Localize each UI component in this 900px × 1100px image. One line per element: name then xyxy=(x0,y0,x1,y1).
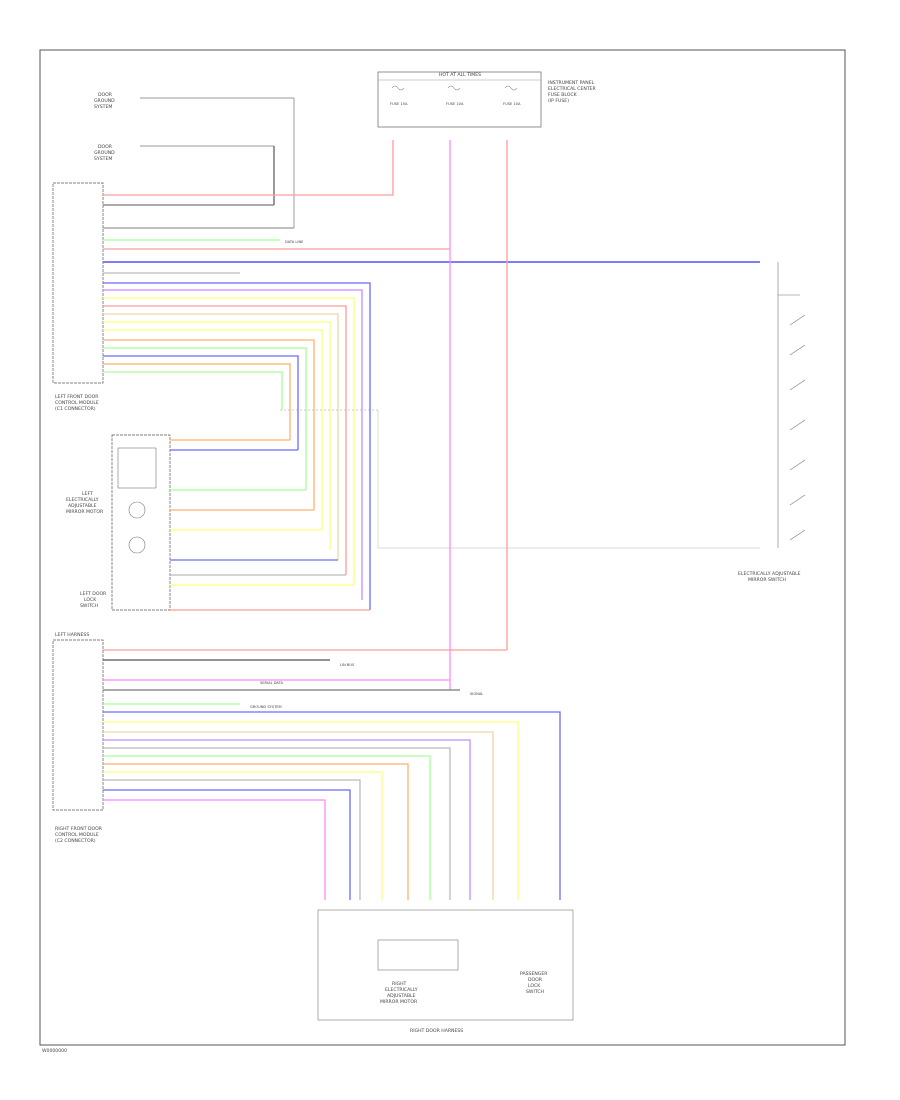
fuse-box-desc-3: FUSE BLOCK xyxy=(548,92,578,98)
fuse-box-desc-1: INSTRUMENT PANEL xyxy=(548,80,595,86)
left-mirror-l2: ELECTRICALLY xyxy=(66,497,99,503)
fuse-box xyxy=(377,71,542,128)
mirror-switch-l2: MIRROR SWITCH xyxy=(748,577,786,583)
left-module-wires xyxy=(103,140,760,610)
mirror-switch xyxy=(777,262,806,548)
ground-2-l2: GROUND xyxy=(94,150,115,156)
note-5: GROUND SYSTEM xyxy=(250,705,282,709)
right-mirror-motor xyxy=(317,909,574,1021)
right-harness-label: RIGHT DOOR HARNESS xyxy=(410,1028,463,1034)
right-mirror-l4: MIRROR MOTOR xyxy=(380,999,418,1005)
ground-2-l3: SYSTEM xyxy=(94,156,112,162)
right-mirror-l3: ADJUSTABLE xyxy=(387,993,416,999)
right-mirror-l2: ELECTRICALLY xyxy=(385,987,418,993)
left-mirror-l4: MIRROR MOTOR xyxy=(66,509,104,515)
fuse-1-label: FUSE 15A xyxy=(390,102,408,106)
note-4: SIGNAL xyxy=(470,692,483,696)
note-3: SERIAL DATA xyxy=(260,681,284,685)
left-lock-l1: LEFT DOOR xyxy=(80,591,107,597)
note-1: DATA LINE xyxy=(285,240,304,244)
right-module-l2: CONTROL MODULE xyxy=(55,832,99,838)
right-door-module xyxy=(52,639,104,811)
right-module-wires xyxy=(103,649,561,900)
diagram-border xyxy=(39,49,846,1046)
right-lock-l1: PASSENGER xyxy=(520,971,548,977)
left-mirror-motor xyxy=(111,434,171,611)
diagram-code: W0000000 xyxy=(42,1048,67,1054)
left-module-l1: LEFT FRONT DOOR xyxy=(55,394,99,400)
fuse-3-label: FUSE 10A xyxy=(503,102,521,106)
ground-1-l3: SYSTEM xyxy=(94,104,112,110)
left-module-l2: CONTROL MODULE xyxy=(55,400,99,406)
note-2: LIN BUS xyxy=(340,663,355,667)
ground-2-l1: DOOR xyxy=(98,144,113,150)
left-mirror-l1: LEFT xyxy=(82,491,93,497)
mirror-switch-l1: ELECTRICALLY ADJUSTABLE xyxy=(738,571,801,577)
ground-1-l2: GROUND xyxy=(94,98,115,104)
left-harness-label: LEFT HARNESS xyxy=(55,632,89,638)
fuse-box-desc-4: (IP FUSE) xyxy=(548,98,569,104)
fuse-box-desc-2: ELECTRICAL CENTER xyxy=(548,86,597,92)
right-lock-l2: DOOR xyxy=(528,977,543,983)
right-lock-l3: LOCK xyxy=(528,983,541,989)
fuse-box-top-label: HOT AT ALL TIMES xyxy=(439,72,481,78)
right-mirror-l1: RIGHT xyxy=(392,981,407,987)
left-module-l3: (C1 CONNECTOR) xyxy=(55,406,96,412)
right-module-l3: (C2 CONNECTOR) xyxy=(55,838,96,844)
left-mirror-l3: ADJUSTABLE xyxy=(68,503,97,509)
left-door-module xyxy=(52,182,104,384)
left-lock-l3: SWITCH xyxy=(80,603,98,609)
right-module-l1: RIGHT FRONT DOOR xyxy=(55,826,103,832)
ground-1-l1: DOOR xyxy=(98,92,113,98)
fuse-2-label: FUSE 10A xyxy=(446,102,464,106)
left-lock-l2: LOCK xyxy=(84,597,97,603)
left-mirror-wires xyxy=(170,439,370,611)
right-lock-l4: SWITCH xyxy=(526,989,544,995)
